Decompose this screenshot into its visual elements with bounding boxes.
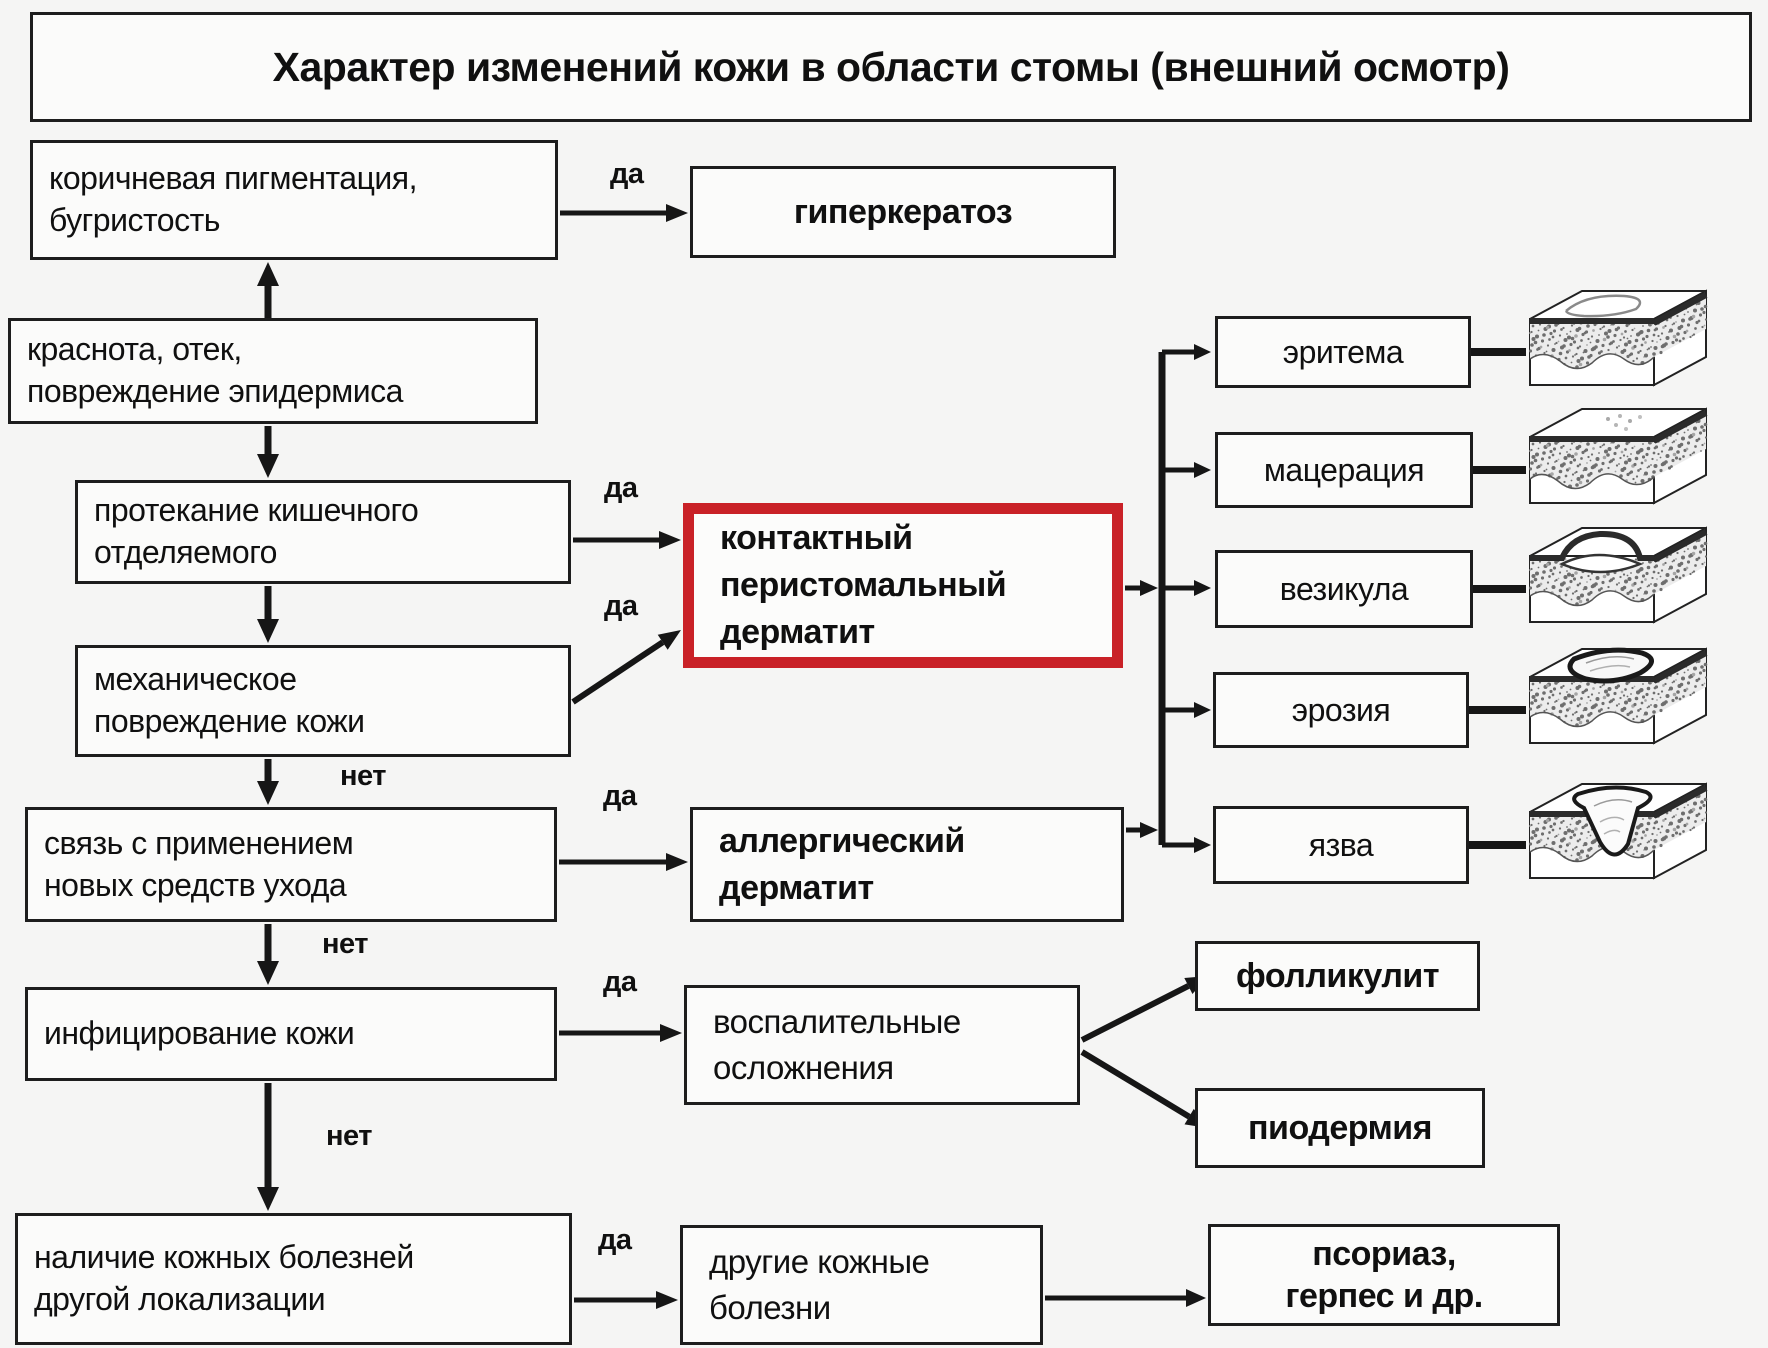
node-pigmentation: коричневая пигментация, бугристость [30,140,558,260]
edge-label-yes: да [598,1224,632,1256]
edge-label-yes: да [604,590,638,622]
arrowhead [257,454,279,478]
edge-label-yes: да [610,158,644,190]
arrowhead [1194,702,1211,718]
node-erosion: эрозия [1213,672,1469,748]
node-maceration: мацерация [1215,432,1473,508]
skin-cross-section-erythema-icon [1522,285,1710,389]
arrowhead [666,853,688,871]
edge-label-yes: да [603,780,637,812]
arrowhead [1194,344,1211,360]
flow-edge [1080,983,1190,1043]
node-hyperkeratosis: гиперкератоз [690,166,1116,258]
flow-edge [571,639,665,705]
arrowhead [257,262,279,286]
arrowhead [257,1187,279,1211]
skin-cross-section-maceration-icon [1522,403,1710,507]
arrowhead [1186,1289,1206,1307]
arrowhead [659,531,681,549]
node-erythema: эритема [1215,316,1471,388]
skin-cross-section-vesicle-icon [1522,522,1710,626]
node-ulcer: язва [1213,806,1469,884]
page-title: Характер изменений кожи в области стомы … [30,12,1752,122]
skin-cross-section-erosion-icon [1522,643,1710,747]
arrowhead [666,204,688,222]
node-allergic-dermatitis: аллергический дерматит [690,807,1124,922]
arrowhead [257,619,279,643]
node-inflammatory-complications: воспалительные осложнения [684,985,1080,1105]
arrowhead [1194,580,1211,596]
edge-label-yes: да [603,966,637,998]
arrowhead [1140,580,1158,596]
arrowhead [257,961,279,985]
node-vesicle: везикула [1215,550,1473,628]
node-skin-infection: инфицирование кожи [25,987,557,1081]
node-new-care-products: связь с применением новых средств ухода [25,807,557,922]
edge-label-no: нет [322,928,368,960]
node-contact-peristomal-dermatitis: контактный перистомальный дерматит [683,503,1123,668]
node-other-skin-diseases: другие кожные болезни [680,1225,1043,1345]
node-intestinal-leakage: протекание кишечного отделяемого [75,480,571,584]
arrowhead [1194,462,1211,478]
arrowhead [1140,822,1158,838]
node-psoriasis-herpes: псориаз, герпес и др. [1208,1224,1560,1326]
arrowhead [257,781,279,805]
edge-label-no: нет [340,760,386,792]
node-other-site-skin-diseases: наличие кожных болезней другой локализац… [15,1213,572,1345]
edge-label-no: нет [326,1120,372,1152]
edge-label-yes: да [604,472,638,504]
node-mechanical-damage: механическое повреждение кожи [75,645,571,757]
node-folliculitis: фолликулит [1195,941,1480,1011]
skin-cross-section-ulcer-icon [1522,778,1710,882]
arrowhead [660,1024,682,1042]
arrowhead [656,1291,678,1309]
arrowhead [1194,837,1211,853]
arrowhead [657,630,681,650]
flow-edge [1080,1049,1191,1120]
node-redness-swelling: краснота, отек, повреждение эпидермиса [8,318,538,424]
node-pyoderma: пиодермия [1195,1088,1485,1168]
